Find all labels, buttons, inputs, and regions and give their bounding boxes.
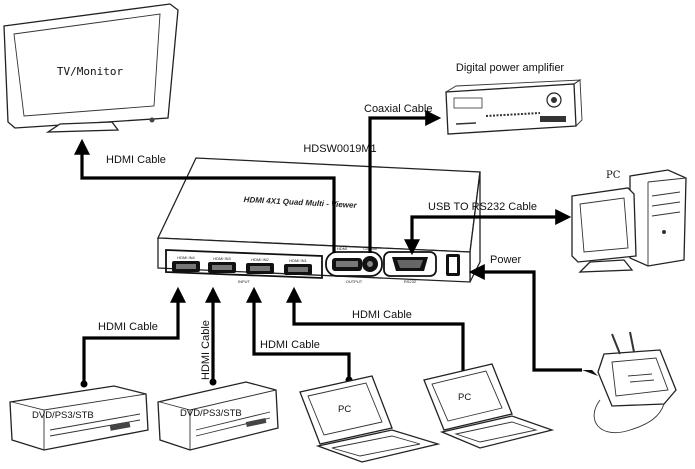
- multiviewer-device: HDSW0019M1 HDMI 4X1 Quad Multi - Viewer …: [156, 143, 481, 284]
- cable-coaxial: [368, 110, 442, 253]
- output-group-label: OUTPUT: [346, 279, 363, 284]
- cable-hdmi-to-tv: [74, 138, 336, 253]
- cable-label-in3: HDMI Cable: [200, 320, 212, 380]
- cable-label-in2: HDMI Cable: [260, 339, 320, 351]
- laptop-pc-1: PC: [299, 375, 441, 463]
- input-port-label-in3: HDMI IN3: [213, 256, 231, 261]
- input-port-label-in4: HDMI IN4: [177, 255, 195, 260]
- input-port-in2: [246, 263, 274, 274]
- laptop-pc-2: PC: [423, 363, 555, 449]
- input-port-label-in2: HDMI IN2: [251, 257, 269, 262]
- tv-monitor: TV/Monitor: [3, 3, 179, 133]
- amplifier-label: Digital power amplifier: [456, 62, 565, 74]
- source-1-label: DVD/PS3/STB: [32, 410, 94, 421]
- rs232-label: RS232: [404, 279, 417, 284]
- output-hdmi-port: [332, 258, 362, 271]
- dvd-source-1: DVD/PS3/STB: [9, 385, 149, 451]
- cable-usb-rs232: [404, 209, 572, 256]
- laptop-2-label: PC: [458, 392, 471, 403]
- power-switch: [446, 254, 460, 276]
- output-hdmi-label: HDMI: [337, 246, 347, 251]
- power-adapter: [582, 331, 677, 434]
- output-coaxial-port: [362, 256, 378, 272]
- desktop-pc: PC: [571, 169, 687, 273]
- cable-label-in4: HDMI Cable: [98, 321, 158, 333]
- input-port-label-in1: HDMI IN1: [289, 258, 307, 263]
- rs232-port: [383, 251, 437, 277]
- cable-label-in1: HDMI Cable: [352, 309, 412, 321]
- dvd-source-2: DVD/PS3/STB: [157, 381, 279, 451]
- cable-power: [468, 264, 582, 372]
- cable-label-coaxial: Coaxial Cable: [364, 103, 432, 115]
- cable-hdmi-in1: [286, 286, 465, 378]
- input-port-in1: [284, 264, 312, 275]
- input-port-in4: [172, 261, 200, 272]
- desktop-pc-label: PC: [606, 170, 621, 181]
- cable-label-tv: HDMI Cable: [106, 154, 166, 166]
- device-model-label: HDSW0019M1: [303, 143, 376, 155]
- input-port-in3: [208, 262, 236, 273]
- cable-hdmi-in2: [246, 286, 351, 380]
- laptop-1-label: PC: [338, 404, 351, 415]
- source-2-label: DVD/PS3/STB: [180, 408, 242, 419]
- cable-label-power: Power: [490, 254, 522, 266]
- digital-power-amplifier: Digital power amplifier: [445, 62, 583, 135]
- tv-label: TV/Monitor: [57, 65, 124, 78]
- input-group-label: INPUT: [238, 279, 251, 284]
- cable-label-usb-rs232: USB TO RS232 Cable: [428, 201, 537, 213]
- cable-hdmi-in4: [82, 286, 186, 384]
